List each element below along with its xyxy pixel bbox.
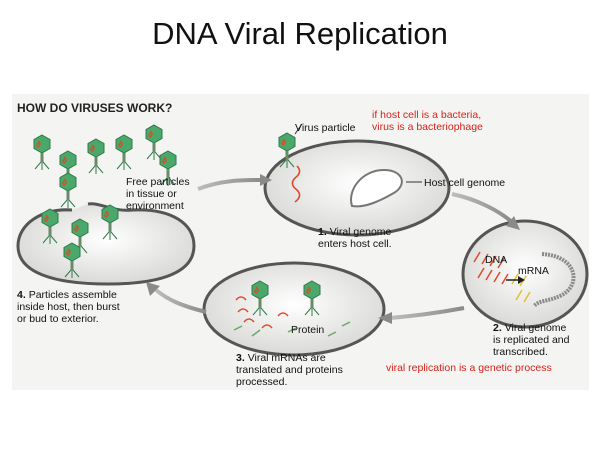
step-1-label: 1. Viral genome enters host cell. <box>318 226 392 250</box>
step-1-number: 1. <box>318 226 327 238</box>
step-3-number: 3. <box>236 352 245 364</box>
step-4-label: 4. Particles assemble inside host, then … <box>17 289 120 325</box>
host-genome-label: Host cell genome <box>424 177 506 189</box>
free-particles-label: Free particles in tissue or environment <box>126 176 190 212</box>
dna-fragments <box>473 251 509 285</box>
figure-heading: HOW DO VIRUSES WORK? <box>17 101 173 115</box>
dna-label: DNA <box>485 254 508 266</box>
arrow-step1-to-step2 <box>451 192 514 224</box>
step-3-text: Viral mRNAs are translated and proteins … <box>236 352 343 388</box>
step-2-text: Viral genome is replicated and transcrib… <box>493 322 570 358</box>
arrow-free-to-step1 <box>197 178 263 191</box>
bacteria-note: if host cell is a bacteria, virus is a b… <box>372 109 483 133</box>
viral-replication-diagram <box>16 123 589 357</box>
protein-label: Protein <box>291 324 325 336</box>
virus-particle-label: Virus particle <box>295 122 356 134</box>
step-2-label: 2. Viral genome is replicated and transc… <box>493 322 569 358</box>
arrow-step3-to-step4 <box>154 288 207 314</box>
cell-step3 <box>202 261 386 357</box>
viral-mrna <box>235 296 289 329</box>
step-2-number: 2. <box>493 322 502 334</box>
protein-fragments <box>233 321 351 337</box>
arrow-step2-to-step3 <box>389 306 465 320</box>
host-genome-strand <box>532 252 576 308</box>
cell-step4 <box>16 202 196 286</box>
host-genome-loop <box>350 168 403 208</box>
mrna-label: mRNA <box>518 265 549 277</box>
step-4-number: 4. <box>17 289 26 301</box>
slide-title: DNA Viral Replication <box>152 16 448 51</box>
cell-step2 <box>461 219 589 329</box>
step-3-label: 3. Viral mRNAs are translated and protei… <box>236 352 343 388</box>
step-1-text: Viral genome enters host cell. <box>318 226 392 250</box>
genetic-process-note: viral replication is a genetic process <box>386 362 552 374</box>
step-4-text: Particles assemble inside host, then bur… <box>17 289 120 325</box>
